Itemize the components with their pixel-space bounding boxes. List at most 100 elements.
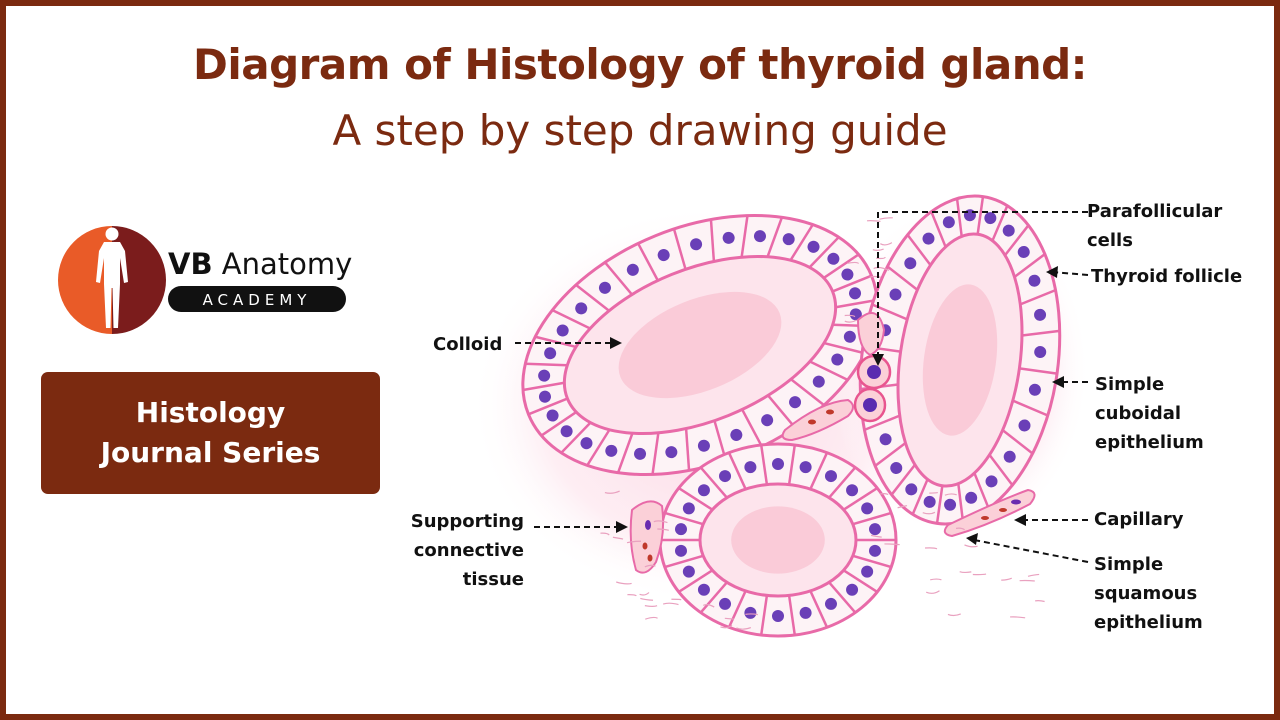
label-thyroid-follicle: Thyroid follicle	[1091, 266, 1243, 287]
series-badge-line2: Journal Series	[100, 436, 321, 469]
nucleus	[722, 231, 735, 244]
nucleus	[849, 308, 862, 321]
capillary	[943, 488, 1036, 538]
parafollicular-cells	[853, 311, 892, 423]
nucleus	[697, 583, 710, 596]
nucleus	[626, 263, 639, 276]
follicle-right	[858, 194, 1062, 526]
nucleus	[598, 281, 611, 294]
nucleus	[789, 396, 802, 409]
logo-maroon-half	[112, 226, 166, 334]
label-capillary: Capillary	[1094, 509, 1184, 530]
nucleus	[556, 324, 569, 337]
nucleus	[799, 606, 812, 619]
logo-sub-pill	[168, 286, 346, 312]
nucleus	[890, 462, 903, 475]
logo-orange-half	[58, 226, 112, 334]
nucleus	[942, 216, 955, 229]
nucleus	[697, 484, 710, 497]
nucleus	[861, 502, 874, 515]
nucleus	[889, 288, 902, 301]
nucleus	[719, 470, 732, 483]
nucleus	[665, 446, 678, 459]
nucleus	[546, 409, 559, 422]
series-badge: Histology Journal Series	[41, 372, 380, 494]
nucleus	[560, 425, 573, 438]
nucleus	[824, 597, 837, 610]
nucleus	[634, 447, 647, 460]
logo-brand-text: VB Anatomy	[168, 247, 352, 281]
nucleus	[922, 232, 935, 245]
nucleus	[605, 444, 618, 457]
connective-tissue-fibers	[600, 217, 1045, 630]
nucleus	[965, 491, 978, 504]
arrow-squamous	[973, 539, 1089, 563]
nucleus	[1028, 383, 1041, 396]
nucleus	[1017, 245, 1030, 258]
nucleus	[985, 475, 998, 488]
nucleus	[879, 433, 892, 446]
nucleus	[657, 249, 670, 262]
nucleus	[846, 484, 859, 497]
nucleus	[869, 523, 882, 536]
nucleus	[904, 257, 917, 270]
nucleus	[824, 470, 837, 483]
human-figure-icon	[96, 227, 128, 328]
nucleus	[1002, 224, 1015, 237]
nucleus	[1018, 419, 1031, 432]
page-subtitle: A step by step drawing guide	[332, 106, 948, 155]
logo-sub-text: ACADEMY	[203, 291, 312, 309]
annotation-arrows	[515, 211, 1089, 563]
nucleus	[843, 330, 856, 343]
nucleus	[849, 287, 862, 300]
nucleus	[744, 606, 757, 619]
nucleus	[807, 240, 820, 253]
nucleus	[984, 212, 997, 225]
arrow-thyroid-follicle	[1051, 271, 1089, 276]
nucleus	[846, 583, 859, 596]
nucleus	[772, 610, 784, 622]
nucleus	[538, 390, 551, 403]
nucleus	[782, 233, 795, 246]
nucleus	[923, 495, 936, 508]
nucleus	[799, 461, 812, 474]
arrow-heads	[610, 266, 1064, 545]
series-badge-line1: Histology	[135, 396, 286, 429]
nucleus	[674, 544, 687, 557]
nucleus	[690, 238, 703, 251]
nucleus	[697, 439, 710, 452]
nucleus	[944, 498, 957, 511]
nucleus	[682, 565, 695, 578]
nucleus	[730, 428, 743, 441]
nucleus	[575, 302, 588, 315]
capillary-center	[781, 398, 854, 442]
nucleus	[682, 502, 695, 515]
follicle-upper-left	[521, 213, 879, 477]
nucleus	[753, 230, 766, 243]
nucleus	[544, 347, 557, 360]
nucleus	[761, 414, 774, 427]
label-colloid: Colloid	[433, 334, 503, 355]
nucleus	[1034, 308, 1047, 321]
capillary-left	[629, 500, 665, 574]
nucleus	[538, 369, 551, 382]
nucleus	[841, 268, 854, 281]
nucleus	[674, 523, 687, 536]
page-title: Diagram of Histology of thyroid gland:	[193, 40, 1087, 89]
nucleus	[827, 252, 840, 265]
thyroid-histology-diagram	[470, 194, 1090, 638]
nucleus	[831, 353, 844, 366]
nucleus	[580, 437, 593, 450]
follicle-bottom	[658, 442, 898, 638]
arrow-parafollicular	[877, 211, 1088, 358]
nucleus	[1028, 274, 1041, 287]
nucleus	[744, 461, 757, 474]
nucleus	[812, 375, 825, 388]
nucleus	[1003, 450, 1016, 463]
nucleus	[772, 458, 784, 470]
nucleus	[1034, 346, 1047, 359]
nucleus	[719, 597, 732, 610]
